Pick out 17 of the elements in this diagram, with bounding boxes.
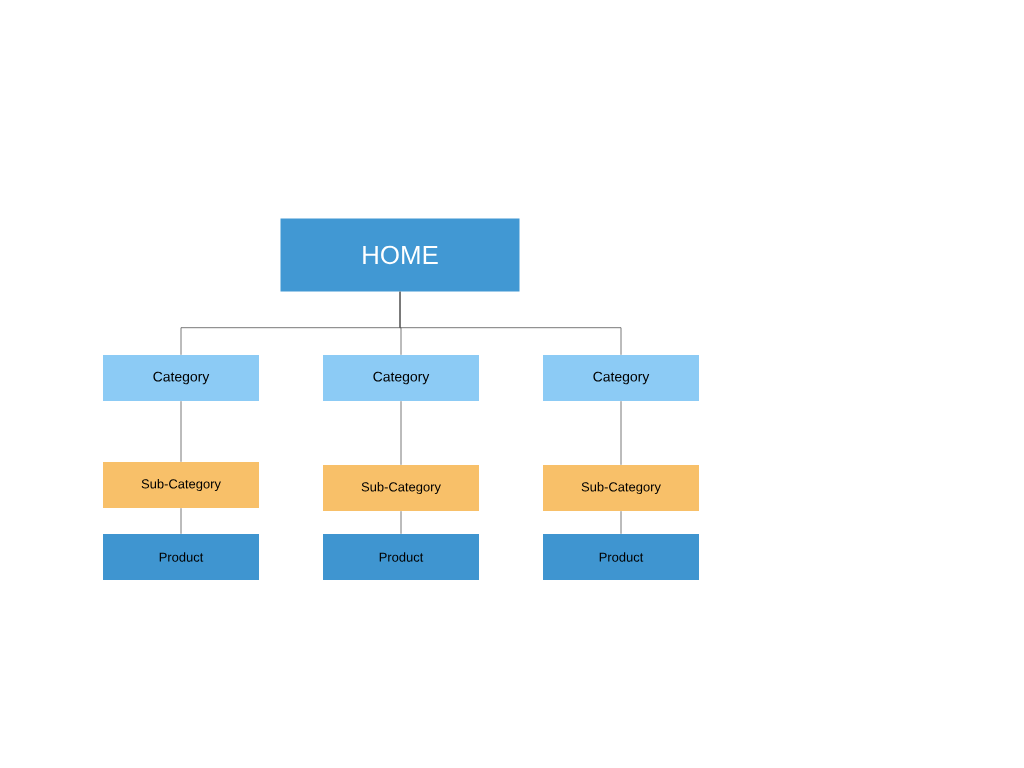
product-box: Product bbox=[103, 534, 259, 580]
connector-line bbox=[399, 291, 622, 356]
subcategory-box: Sub-Category bbox=[323, 465, 479, 511]
subcategory-box: Sub-Category bbox=[103, 462, 259, 508]
category-box: Category bbox=[543, 355, 699, 401]
subcategory-box: Sub-Category bbox=[543, 465, 699, 511]
connector-line bbox=[400, 510, 402, 535]
category-box: Category bbox=[103, 355, 259, 401]
connector-line bbox=[620, 400, 622, 466]
product-box: Product bbox=[543, 534, 699, 580]
category-box: Category bbox=[323, 355, 479, 401]
product-box: Product bbox=[323, 534, 479, 580]
connector-line bbox=[180, 400, 182, 463]
home-box: HOME bbox=[280, 218, 520, 292]
connector-line bbox=[620, 510, 622, 535]
connector-line bbox=[400, 400, 402, 466]
connector-line bbox=[180, 507, 182, 535]
